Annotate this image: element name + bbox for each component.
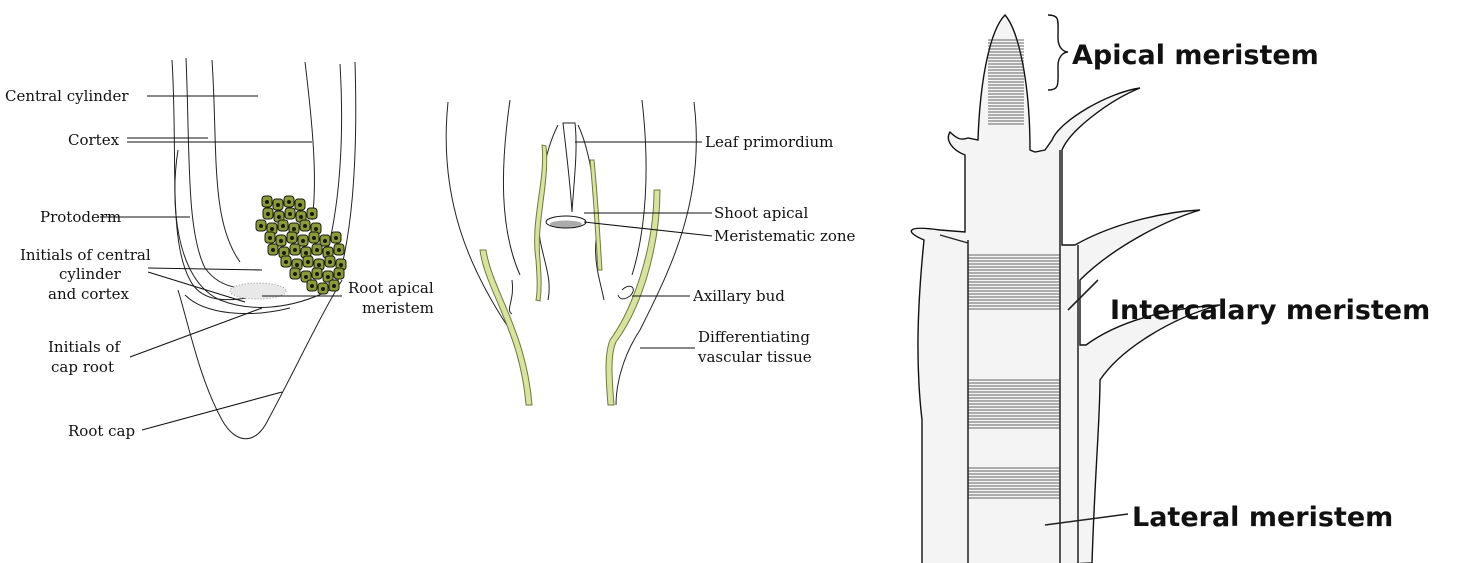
cell-nucleus [332, 284, 336, 288]
cell-nucleus [339, 263, 343, 267]
shoot-tip-diagram: Leaf primordium Shoot apical Meristemati… [446, 100, 855, 405]
cell-nucleus [298, 203, 302, 207]
cell-nucleus [282, 251, 286, 255]
cell-nucleus [317, 263, 321, 267]
label-meristematic-zone: Meristematic zone [714, 227, 856, 245]
cell-nucleus [301, 239, 305, 243]
cell-nucleus [295, 263, 299, 267]
label-differentiating-2: vascular tissue [697, 348, 812, 366]
cell-nucleus [315, 248, 319, 252]
label-leaf-primordium: Leaf primordium [705, 133, 833, 151]
cell-nucleus [326, 251, 330, 255]
cell-nucleus [270, 227, 274, 231]
cell-nucleus [265, 200, 269, 204]
cell-nucleus [306, 260, 310, 264]
label-initials-central-2: cylinder [59, 265, 122, 283]
cell-nucleus [288, 212, 292, 216]
cell-nucleus [328, 260, 332, 264]
cell-cluster [256, 196, 346, 294]
cell-nucleus [268, 236, 272, 240]
cell-nucleus [303, 224, 307, 228]
cell-nucleus [266, 212, 270, 216]
label-apical-meristem: Apical meristem [1072, 40, 1319, 71]
label-root-cap: Root cap [68, 422, 135, 440]
label-protoderm: Protoderm [40, 208, 121, 226]
cell-nucleus [323, 239, 327, 243]
cell-nucleus [326, 275, 330, 279]
label-initials-central-1: Initials of central [20, 246, 151, 264]
cell-nucleus [277, 215, 281, 219]
root-tip-diagram: Central cylinder Cortex Protoderm Initia… [5, 58, 434, 440]
label-central-cylinder: Central cylinder [5, 87, 129, 105]
cell-nucleus [279, 239, 283, 243]
cell-nucleus [259, 224, 263, 228]
stem-diagram: Apical meristem Intercalary meristem Lat… [900, 0, 1430, 563]
label-root-apical-1: Root apical [348, 279, 434, 297]
cell-nucleus [314, 227, 318, 231]
cell-nucleus [304, 251, 308, 255]
cell-nucleus [321, 287, 325, 291]
label-lateral-meristem: Lateral meristem [1132, 502, 1393, 533]
cell-nucleus [315, 272, 319, 276]
cell-nucleus [337, 248, 341, 252]
cell-nucleus [334, 236, 338, 240]
label-shoot-apical: Shoot apical [714, 204, 808, 222]
cell-nucleus [312, 236, 316, 240]
cell-nucleus [290, 236, 294, 240]
cell-nucleus [287, 200, 291, 204]
cell-nucleus [337, 272, 341, 276]
cell-nucleus [276, 203, 280, 207]
cell-nucleus [292, 227, 296, 231]
label-initials-cap-1: Initials of [48, 338, 121, 356]
cell-nucleus [271, 248, 275, 252]
cell-nucleus [310, 212, 314, 216]
cell-nucleus [284, 260, 288, 264]
label-differentiating-1: Differentiating [698, 328, 810, 346]
cell-nucleus [310, 284, 314, 288]
label-intercalary-meristem: Intercalary meristem [1110, 295, 1430, 326]
label-cortex: Cortex [68, 131, 120, 149]
label-root-apical-2: meristem [362, 299, 434, 317]
cell-nucleus [293, 248, 297, 252]
label-axillary-bud: Axillary bud [692, 287, 785, 305]
cell-nucleus [299, 215, 303, 219]
cell-nucleus [281, 224, 285, 228]
cell-nucleus [304, 275, 308, 279]
cell-nucleus [293, 272, 297, 276]
label-initials-central-3: and cortex [48, 285, 129, 303]
label-initials-cap-2: cap root [51, 358, 114, 376]
